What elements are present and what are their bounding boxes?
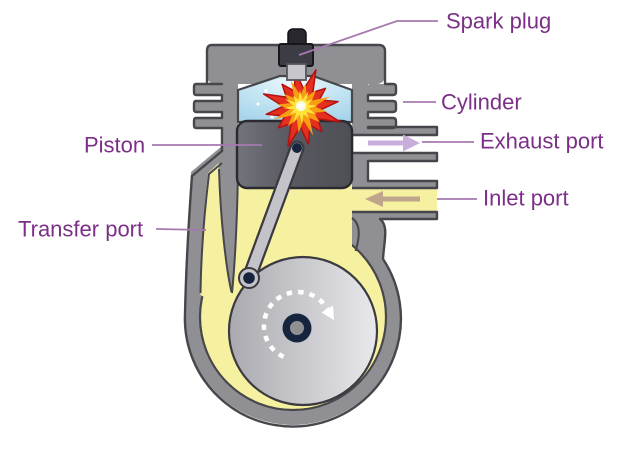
label-piston: Piston xyxy=(84,133,145,158)
label-spark-plug: Spark plug xyxy=(446,9,551,34)
sparkle-dots xyxy=(256,89,274,119)
spark-plug-body xyxy=(278,43,314,67)
inlet-arrow-icon xyxy=(365,191,420,207)
spark-plug-insulator xyxy=(286,63,307,81)
crankcase-right-wall xyxy=(352,216,386,261)
exhaust-duct-wall-top xyxy=(368,127,437,135)
explosion-icon xyxy=(262,69,341,148)
inlet-duct-wall-top xyxy=(368,181,437,188)
spark-plug xyxy=(278,28,314,81)
leader-lines xyxy=(152,20,477,231)
exhaust-duct-wall-bottom xyxy=(352,153,437,161)
crank-hub-center xyxy=(290,321,304,335)
cylinder-wall-left xyxy=(222,80,238,168)
connecting-rod xyxy=(238,140,305,289)
crank-pin xyxy=(243,272,255,284)
rotation-arrow-icon xyxy=(261,289,334,359)
label-inlet-port: Inlet port xyxy=(483,186,569,211)
crank-assembly xyxy=(227,140,379,407)
leader-transfer-port xyxy=(155,228,207,231)
exhaust-arrow-icon xyxy=(368,134,420,152)
label-exhaust-port: Exhaust port xyxy=(480,129,604,154)
cooling-fins xyxy=(194,84,396,128)
leader-spark-plug xyxy=(298,20,438,56)
bore-mixture xyxy=(235,180,352,255)
engine-silhouette-outline xyxy=(183,43,439,428)
label-transfer-port: Transfer port xyxy=(18,217,143,242)
label-cylinder: Cylinder xyxy=(441,90,522,115)
inlet-duct-wall-bottom xyxy=(352,212,437,219)
labels: Spark plug Cylinder Exhaust port Inlet p… xyxy=(18,9,604,242)
piston-pin xyxy=(292,143,302,153)
transfer-passage xyxy=(200,160,232,302)
